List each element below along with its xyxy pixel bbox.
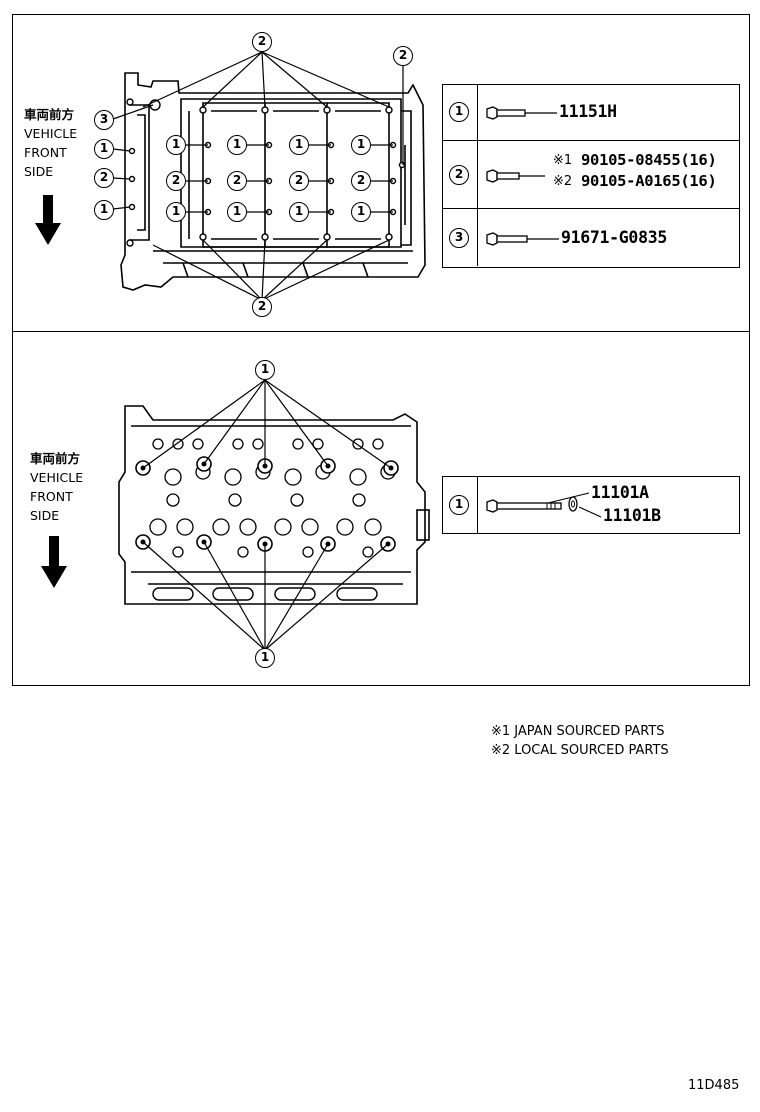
front-label-line2-2: FRONT [30, 489, 73, 504]
vehicle-front-label: 車両前方 VEHICLE FRONT SIDE [24, 105, 77, 181]
cylinder-head-drawing [118, 379, 430, 651]
legend-row-1: 1 11151H [443, 85, 739, 140]
part-number-91671-G0835: 91671-G0835 [561, 228, 667, 247]
part-number-11101A: 11101A [591, 483, 649, 502]
note-local-sourced: ※2 LOCAL SOURCED PARTS [491, 743, 669, 758]
callout-1-row3-col3: 1 [289, 202, 309, 222]
part-number-90105-08455: 90105-08455(16) [581, 151, 717, 169]
callout-2-left: 2 [94, 168, 114, 188]
down-arrow-icon [41, 536, 67, 588]
bottom-panel: 車両前方 VEHICLE FRONT SIDE [12, 331, 750, 686]
callout-2-row2-col4: 2 [351, 171, 371, 191]
callout-1-row3-col2: 1 [227, 202, 247, 222]
legend-row-3: 3 91671-G0835 [443, 208, 739, 266]
diagram-code: 11D485 [688, 1078, 740, 1093]
callout-2-top: 2 [252, 32, 272, 52]
japan-source-mark: ※1 [553, 153, 573, 168]
callout-2-bottom: 2 [252, 297, 272, 317]
callout-1-row3-col1: 1 [166, 202, 186, 222]
front-label-line1: VEHICLE [24, 126, 78, 141]
front-label-line3-2: SIDE [30, 508, 60, 523]
top-panel: 車両前方 VEHICLE FRONT SIDE [12, 14, 750, 332]
callout-1-row1-col2: 1 [227, 135, 247, 155]
front-label-japanese: 車両前方 [24, 107, 75, 122]
callout-2-row2-col2: 2 [227, 171, 247, 191]
front-label-line1-2: VEHICLE [30, 470, 84, 485]
callout-1-bottom: 1 [255, 648, 275, 668]
leader-lines-legend [547, 492, 602, 518]
bolt-icon [486, 499, 562, 513]
legend-num-1: 1 [449, 102, 469, 122]
bolt-icon [486, 232, 559, 246]
callout-3-left: 3 [94, 110, 114, 130]
front-label-line2: FRONT [24, 145, 67, 160]
down-arrow-icon [35, 195, 61, 245]
callout-1-row1-col3: 1 [289, 135, 309, 155]
local-source-mark: ※2 [553, 174, 573, 189]
parts-legend-top: 1 11151H 2 ※1 90105-08455(16) ※2 90105-A… [442, 84, 740, 268]
legend-row-2: 2 ※1 90105-08455(16) ※2 90105-A0165(16) [443, 140, 739, 208]
legend-num-3: 3 [449, 228, 469, 248]
callout-1-row3-col4: 1 [351, 202, 371, 222]
front-label-line3: SIDE [24, 164, 54, 179]
callout-1-left-a: 1 [94, 139, 114, 159]
bolt-icon [486, 169, 545, 183]
legend-num-bottom-1: 1 [449, 495, 469, 515]
callout-2-row2-col1: 2 [166, 171, 186, 191]
bolt-icon [486, 106, 557, 120]
parts-legend-bottom: 1 11101A 11101B [442, 476, 740, 534]
front-label-japanese-2: 車両前方 [30, 451, 81, 466]
callout-1-top: 1 [255, 360, 275, 380]
cam-housing-drawing [112, 51, 426, 301]
callout-2-row2-col3: 2 [289, 171, 309, 191]
part-number-90105-A0165: 90105-A0165(16) [581, 172, 717, 190]
callout-1-row1-col1: 1 [166, 135, 186, 155]
callout-1-row1-col4: 1 [351, 135, 371, 155]
legend-row-bottom-1: 1 11101A 11101B [443, 477, 739, 533]
vehicle-front-label-2: 車両前方 VEHICLE FRONT SIDE [30, 449, 83, 525]
callout-1-left-b: 1 [94, 200, 114, 220]
part-number-11101B: 11101B [603, 506, 661, 525]
callout-2-right: 2 [393, 46, 413, 66]
part-number-11151H: 11151H [559, 102, 617, 121]
legend-num-2: 2 [449, 165, 469, 185]
note-japan-sourced: ※1 JAPAN SOURCED PARTS [491, 724, 665, 739]
